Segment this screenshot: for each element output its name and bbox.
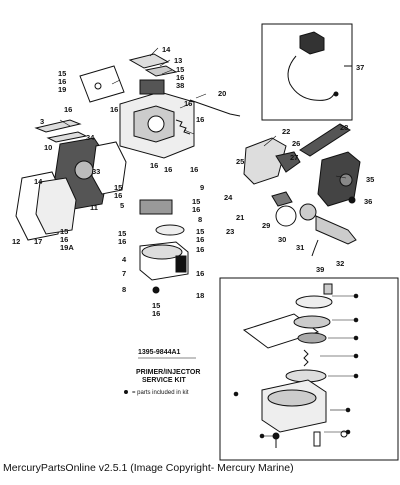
label-35: 35 [366,175,374,184]
label-15: 15 [192,197,200,206]
label-4: 4 [122,255,127,264]
label-16: 16 [184,99,192,108]
label-38: 38 [176,81,184,90]
label-36: 36 [364,197,372,206]
label-25: 25 [236,157,244,166]
label-32: 32 [336,259,344,268]
label-8: 8 [198,215,202,224]
label-16: 16 [150,161,158,170]
label-16: 16 [64,105,72,114]
label-15: 15 [176,65,184,74]
label-5: 5 [120,201,124,210]
label-16: 16 [196,269,204,278]
label-16: 16 [192,205,200,214]
label-29: 29 [262,221,270,230]
label-33: 33 [92,167,100,176]
copyright-footer: MercuryPartsOnline v2.5.1 (Image Copyrig… [3,462,294,474]
label-24: 24 [224,193,233,202]
label-15: 15 [58,69,66,78]
label-28: 28 [340,123,348,132]
label-16: 16 [196,115,204,124]
label-19: 19 [58,85,66,94]
kit-part-number: 1395-9844A1 [138,349,181,356]
label-13: 13 [174,56,182,65]
label-30: 30 [278,235,286,244]
kit-title-line2: SERVICE KIT [142,377,187,384]
label-14: 14 [34,177,43,186]
label-16: 16 [60,235,68,244]
label-16: 16 [196,235,204,244]
label-27: 27 [290,153,298,162]
label-7: 7 [122,269,126,278]
label-8: 8 [122,285,126,294]
kit-box [219,277,399,461]
label-39: 39 [316,265,324,274]
kit-legend-dot [124,390,128,394]
label-16: 16 [110,105,118,114]
label-9: 9 [200,183,204,192]
label-16: 16 [152,309,160,318]
label-16: 16 [190,165,198,174]
label-18: 18 [196,291,204,300]
label-19A: 19A [60,243,74,252]
label-34: 34 [86,133,95,142]
label-16: 16 [58,77,66,86]
label-15: 15 [196,227,204,236]
label-31: 31 [296,243,304,252]
label-16: 16 [196,245,204,254]
label-21: 21 [236,213,244,222]
label-26: 26 [292,139,300,148]
label-20: 20 [218,89,226,98]
label-15: 15 [60,227,68,236]
label-37: 37 [356,63,364,72]
label-15: 15 [118,229,126,238]
label-16: 16 [164,165,172,174]
inset-box-37 [261,23,353,121]
label-15: 15 [152,301,160,310]
label-12: 12 [12,237,20,246]
kit-title-line1: PRIMER/INJECTOR [136,369,200,376]
label-16: 16 [176,73,184,82]
label-10: 10 [44,143,52,152]
label-16: 16 [118,237,126,246]
label-17: 17 [34,237,42,246]
label-14: 14 [162,45,171,54]
label-23: 23 [226,227,234,236]
label-3: 3 [40,117,44,126]
label-11: 11 [90,203,98,212]
kit-legend: = parts included in kit [132,390,189,396]
label-15: 15 [114,183,122,192]
label-16: 16 [114,191,122,200]
label-22: 22 [282,127,290,136]
